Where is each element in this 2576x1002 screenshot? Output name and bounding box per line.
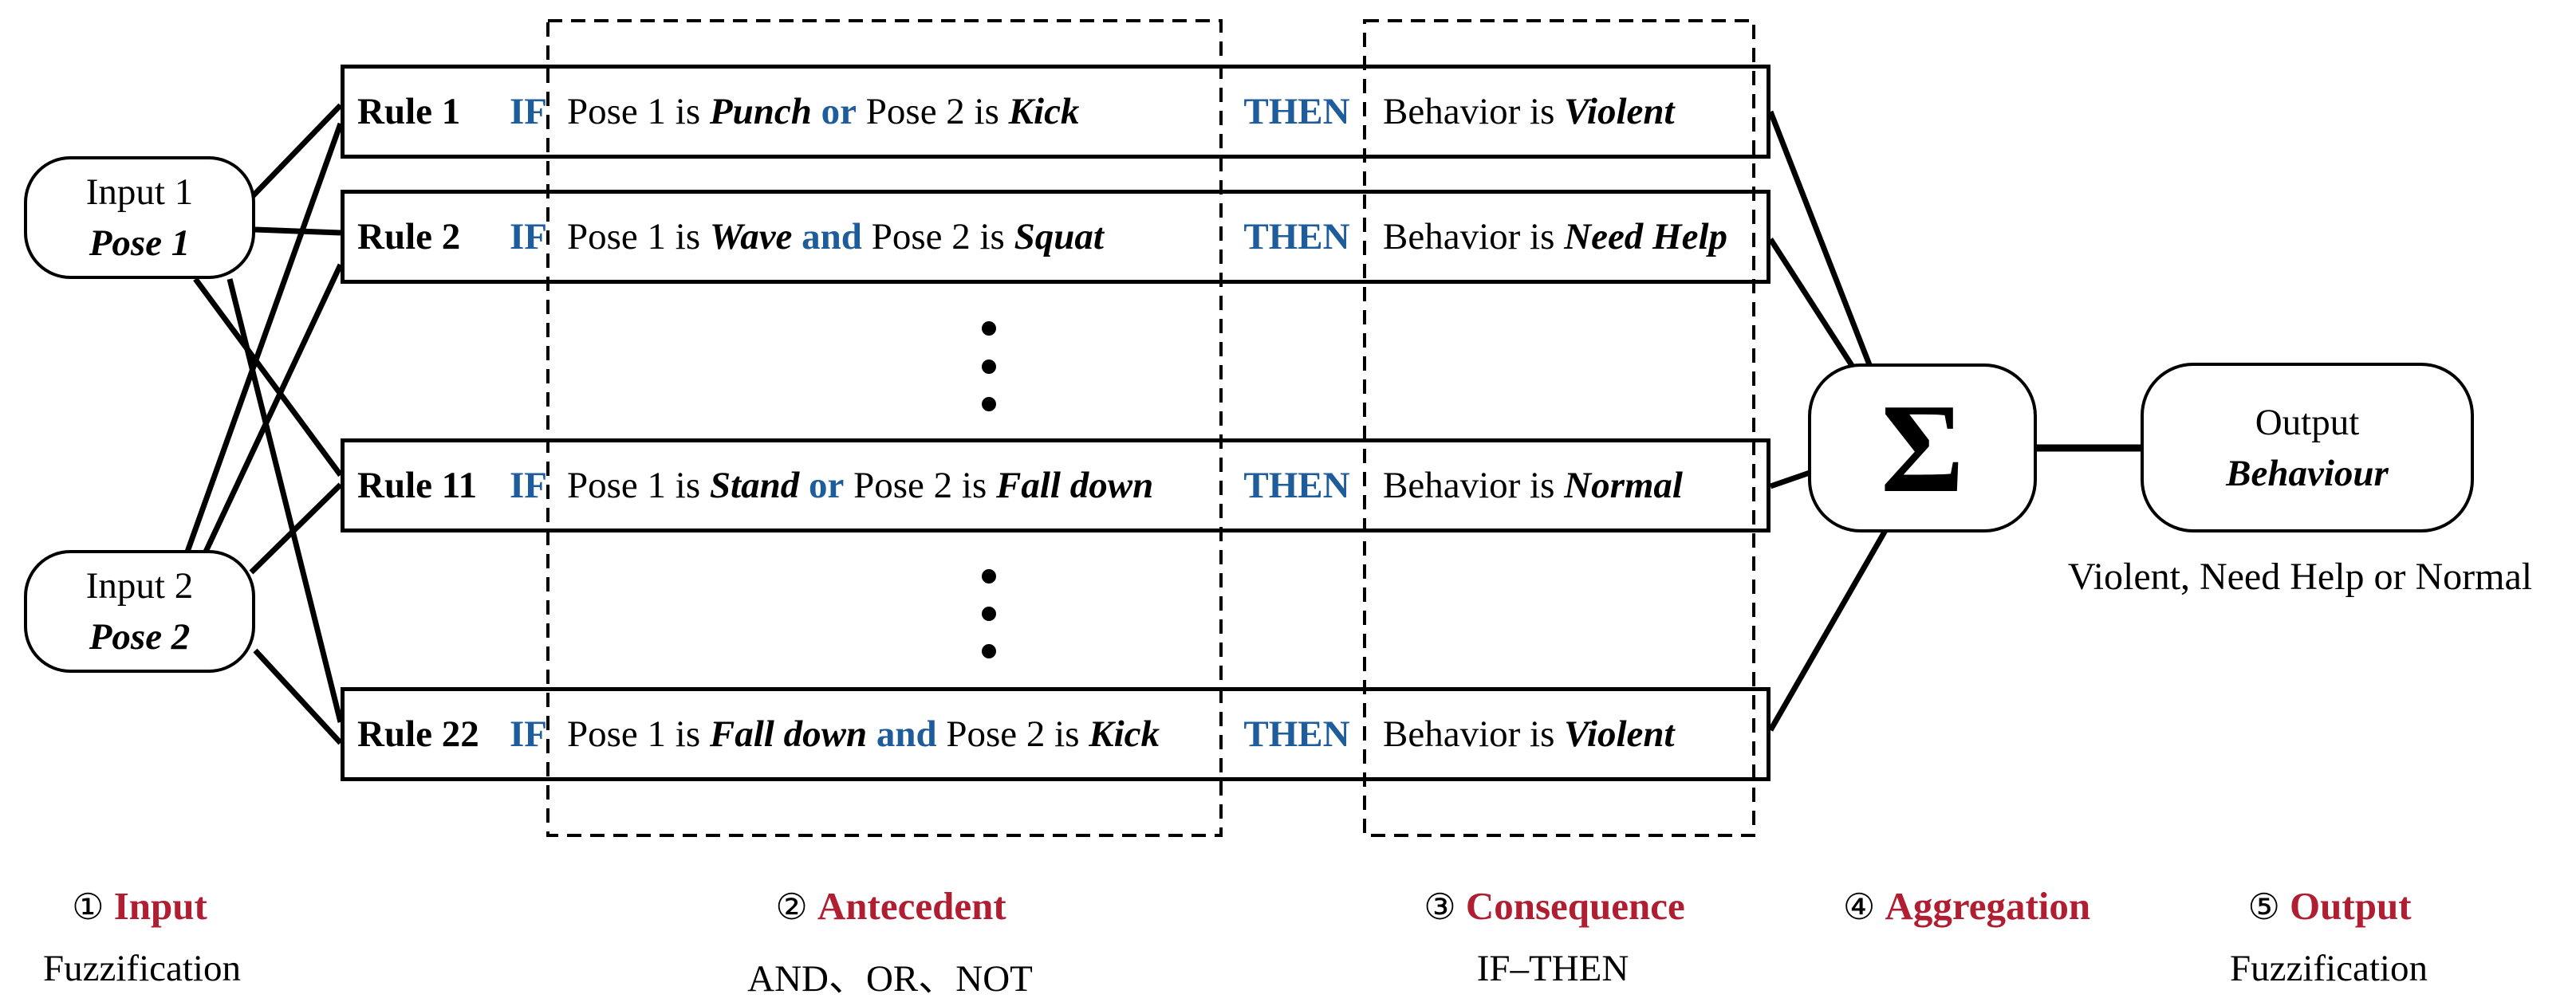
rule-22-operator: and [876, 713, 937, 755]
stage-2-heading: ② Antecedent [775, 883, 1006, 929]
rule-2-label: Rule 2 [357, 216, 461, 257]
output-subtitle: Behaviour [2226, 452, 2389, 494]
rule-1-label: Rule 1 [357, 91, 461, 132]
rule-22-then-keyword: THEN [1243, 713, 1350, 755]
stage-1-title: Input [113, 884, 207, 928]
rule-11-consequence: Behavior is Normal [1383, 465, 1683, 506]
antecedent-dashed-region [546, 19, 1223, 837]
stage-1-heading: ① Input [72, 883, 207, 929]
output-caption: Violent, Need Help or Normal [2067, 556, 2533, 598]
input-to-rule-lines [184, 103, 344, 745]
stage-3-heading: ③ Consequence [1424, 883, 1685, 929]
rule-22-consequence: Behavior is Violent [1383, 713, 1675, 755]
input-node-1: Input 1 Pose 1 [24, 156, 255, 279]
rule-row-1: Rule 1 IF Pose 1 is Punch or Pose 2 is K… [341, 65, 1771, 159]
rule-row-2: Rule 2 IF Pose 1 is Wave and Pose 2 is S… [341, 190, 1771, 284]
aggregation-node: Σ [1808, 363, 2037, 532]
rule-1-operator: or [821, 91, 857, 132]
stage-2-subtitle: AND、OR、NOT [747, 958, 1033, 1000]
stage-3-subtitle: IF–THEN [1476, 948, 1629, 989]
output-title: Output [2255, 401, 2360, 443]
stage-5-heading: ⑤ Output [2247, 883, 2411, 929]
output-node: Output Behaviour [2141, 363, 2474, 532]
consequence-dashed-region [1363, 19, 1755, 837]
rule-2-consequence: Behavior is Need Help [1383, 216, 1728, 257]
rule-11-if-keyword: IF [510, 465, 547, 506]
rule-1-consequence: Behavior is Violent [1383, 91, 1675, 132]
input-2-subtitle: Pose 2 [89, 616, 191, 658]
input-node-2: Input 2 Pose 2 [24, 550, 255, 673]
rule-row-22: Rule 22 IF Pose 1 is Fall down and Pose … [341, 687, 1771, 781]
rule-22-antecedent: Pose 1 is Fall down and Pose 2 is Kick [567, 713, 1160, 755]
stage-1-subtitle: Fuzzification [43, 948, 241, 989]
stage-5-subtitle: Fuzzification [2230, 948, 2428, 989]
stage-4-heading: ④ Aggregation [1843, 883, 2090, 929]
input-2-title: Input 2 [85, 565, 194, 607]
stage-2-number: ② [775, 886, 808, 928]
stage-2-title: Antecedent [817, 884, 1006, 928]
rule-11-operator: or [808, 465, 845, 506]
rule-to-aggregation-lines [1767, 110, 1890, 732]
rule-11-antecedent: Pose 1 is Stand or Pose 2 is Fall down [567, 465, 1154, 506]
rule-1-if-keyword: IF [510, 91, 547, 132]
stage-4-number: ④ [1842, 886, 1876, 928]
sigma-symbol: Σ [1881, 377, 1964, 519]
ellipsis-dots-bottom [982, 569, 996, 658]
rule-1-then-keyword: THEN [1243, 91, 1350, 132]
rule-22-label: Rule 22 [357, 713, 479, 755]
rule-1-antecedent: Pose 1 is Punch or Pose 2 is Kick [567, 91, 1080, 132]
stage-3-number: ③ [1424, 886, 1456, 928]
stage-1-number: ① [72, 886, 104, 928]
input-1-title: Input 1 [85, 171, 194, 213]
stage-5-number: ⑤ [2247, 886, 2280, 928]
stage-4-title: Aggregation [1885, 884, 2091, 928]
rule-22-if-keyword: IF [510, 713, 547, 755]
input-1-subtitle: Pose 1 [89, 222, 191, 264]
rule-11-then-keyword: THEN [1243, 465, 1350, 506]
rule-11-label: Rule 11 [357, 465, 478, 506]
rule-2-then-keyword: THEN [1243, 216, 1350, 257]
stage-3-title: Consequence [1465, 884, 1685, 928]
rule-2-antecedent: Pose 1 is Wave and Pose 2 is Squat [567, 216, 1104, 257]
stage-5-title: Output [2290, 884, 2412, 928]
rule-2-operator: and [802, 216, 862, 257]
ellipsis-dots-top [982, 321, 996, 411]
rule-2-if-keyword: IF [510, 216, 547, 257]
rule-row-11: Rule 11 IF Pose 1 is Stand or Pose 2 is … [341, 438, 1771, 532]
